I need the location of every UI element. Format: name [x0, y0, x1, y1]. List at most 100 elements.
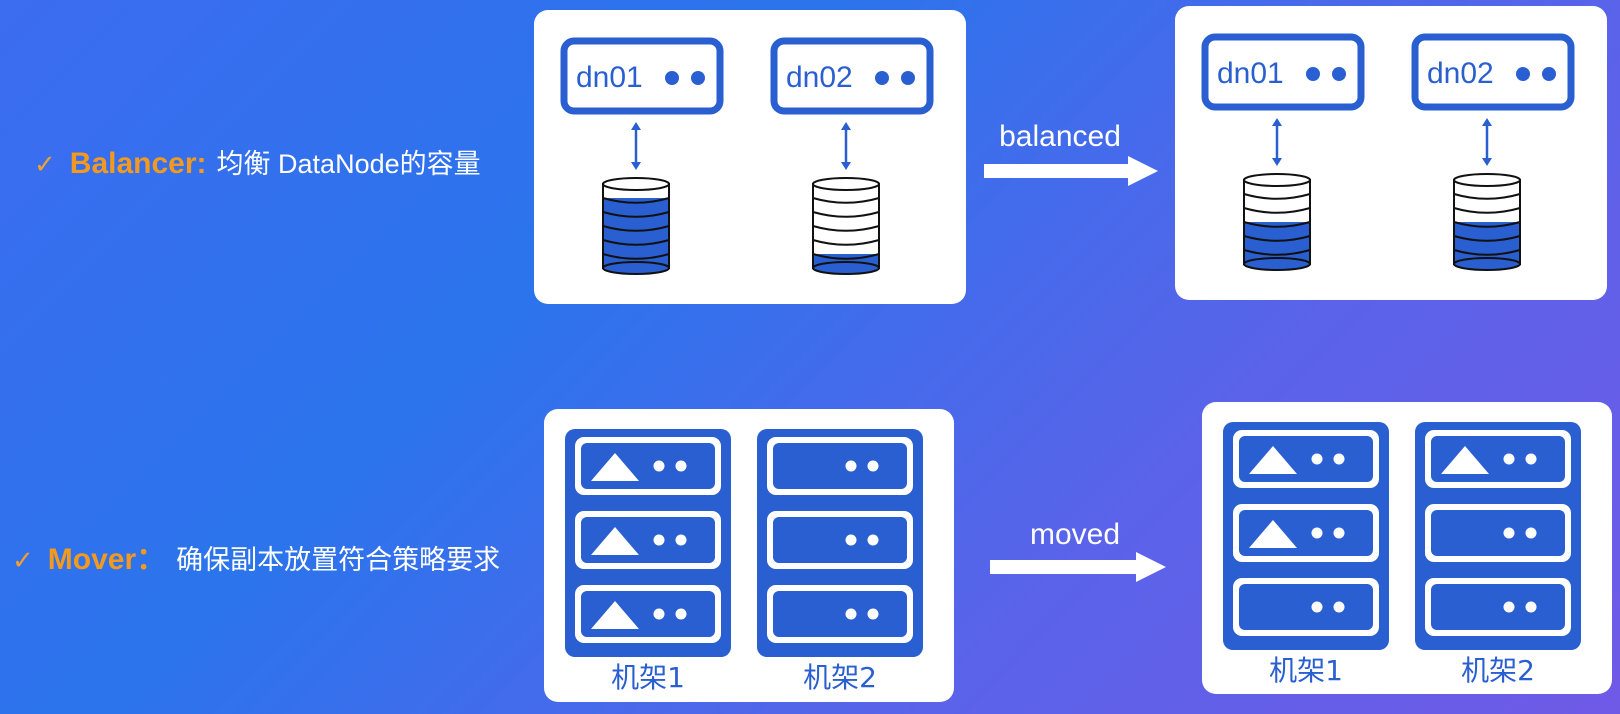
- arrow-head: [841, 122, 851, 130]
- rack-label: 机架1: [611, 661, 685, 694]
- balancer-name: Balancer:: [69, 147, 207, 180]
- server-body: [1239, 584, 1373, 630]
- mover-feature: ✓ Mover： 确保副本放置符合策略要求: [12, 534, 500, 578]
- status-dot: [1542, 67, 1556, 81]
- arrow-head: [1482, 118, 1492, 126]
- disk-top: [602, 177, 670, 191]
- status-dot: [1311, 527, 1323, 539]
- disk-ring: [812, 211, 880, 218]
- disk-ring: [602, 211, 670, 218]
- disk-ring: [1243, 235, 1311, 242]
- status-dot: [1311, 601, 1323, 613]
- status-dot: [1525, 453, 1537, 465]
- disk-top: [812, 177, 880, 191]
- disk-ring: [1243, 207, 1311, 214]
- status-dot: [1525, 601, 1537, 613]
- right-arrow-icon: [990, 552, 1166, 582]
- arrow-head: [1272, 158, 1282, 166]
- rack-label: 机架1: [1269, 654, 1343, 687]
- disk-icon: [602, 177, 670, 275]
- double-arrow-icon: [841, 122, 851, 170]
- replica-triangle-icon: [591, 453, 639, 481]
- server-unit: [575, 585, 721, 643]
- disk-ring: [602, 253, 670, 260]
- rack: 机架1: [1223, 422, 1389, 687]
- balancer-after-diagram: dn01 dn02: [1201, 33, 1575, 271]
- disk-ring: [812, 253, 880, 260]
- status-dot: [653, 460, 665, 472]
- double-arrow-icon: [631, 122, 641, 170]
- disk-ring: [1243, 221, 1311, 228]
- datanode-box: dn01: [1201, 33, 1365, 111]
- status-dot: [845, 460, 857, 472]
- disk-ring: [1243, 249, 1311, 256]
- datanode-frame: [770, 37, 934, 115]
- status-dot: [845, 608, 857, 620]
- disk-base: [812, 261, 880, 275]
- balancer-before-diagram: dn01 dn02: [560, 37, 934, 275]
- balanced-label: balanced: [999, 120, 1121, 153]
- disk-icon: [1243, 173, 1311, 271]
- disk-icon: [812, 177, 880, 275]
- status-dot: [1306, 67, 1320, 81]
- server-body: [773, 517, 907, 563]
- mover-description: 确保副本放置符合策略要求: [176, 545, 501, 575]
- server-unit: [1425, 578, 1571, 636]
- datanode-label: dn01: [576, 61, 643, 94]
- disk-base: [1453, 257, 1521, 271]
- status-dot: [653, 534, 665, 546]
- arrow-head: [631, 162, 641, 170]
- status-dot: [867, 460, 879, 472]
- disk-ring: [1453, 235, 1521, 242]
- balancer-description: 均衡 DataNode的容量: [216, 149, 481, 179]
- server-unit: [1425, 504, 1571, 562]
- server-unit: [1233, 504, 1379, 562]
- status-dot: [867, 534, 879, 546]
- disk-ring: [1243, 193, 1311, 200]
- disk-ring: [602, 225, 670, 232]
- datanode-frame: [1201, 33, 1365, 111]
- disk-ring: [1453, 221, 1521, 228]
- datanode-label: dn02: [1427, 57, 1494, 90]
- rack: 机架2: [1415, 422, 1581, 687]
- datanode-box: dn02: [1411, 33, 1575, 111]
- datanode-frame: [560, 37, 724, 115]
- server-body: [581, 517, 715, 563]
- server-body: [1431, 510, 1565, 556]
- disk-icon: [1453, 173, 1521, 271]
- status-dot: [1503, 527, 1515, 539]
- server-body: [1431, 584, 1565, 630]
- disk-ring: [1453, 207, 1521, 214]
- replica-triangle-icon: [1441, 446, 1489, 474]
- disk-top: [1453, 173, 1521, 187]
- arrow-head: [841, 162, 851, 170]
- status-dot: [1333, 601, 1345, 613]
- datanode-box: dn02: [770, 37, 934, 115]
- status-dot: [665, 71, 679, 85]
- server-unit: [767, 585, 913, 643]
- mover-after-card: 机架1 机架2: [1202, 402, 1612, 694]
- check-icon: ✓: [34, 150, 56, 180]
- datanode-label: dn01: [1217, 57, 1284, 90]
- status-dot: [675, 534, 687, 546]
- server-unit: [767, 437, 913, 495]
- server-body: [1431, 436, 1565, 482]
- rack: 机架1: [565, 429, 731, 694]
- server-unit: [1425, 430, 1571, 488]
- disk-top: [1243, 173, 1311, 187]
- right-arrow-icon: [984, 156, 1158, 186]
- disk-ring: [812, 225, 880, 232]
- double-arrow-icon: [1272, 118, 1282, 166]
- server-body: [1239, 510, 1373, 556]
- disk-base: [1243, 257, 1311, 271]
- disk-ring: [602, 197, 670, 204]
- disk-ring: [602, 239, 670, 246]
- status-dot: [691, 71, 705, 85]
- datanode-box: dn01: [560, 37, 724, 115]
- server-unit: [1233, 430, 1379, 488]
- arrow-head: [1272, 118, 1282, 126]
- server-body: [581, 443, 715, 489]
- server-body: [1239, 436, 1373, 482]
- replica-triangle-icon: [1249, 446, 1297, 474]
